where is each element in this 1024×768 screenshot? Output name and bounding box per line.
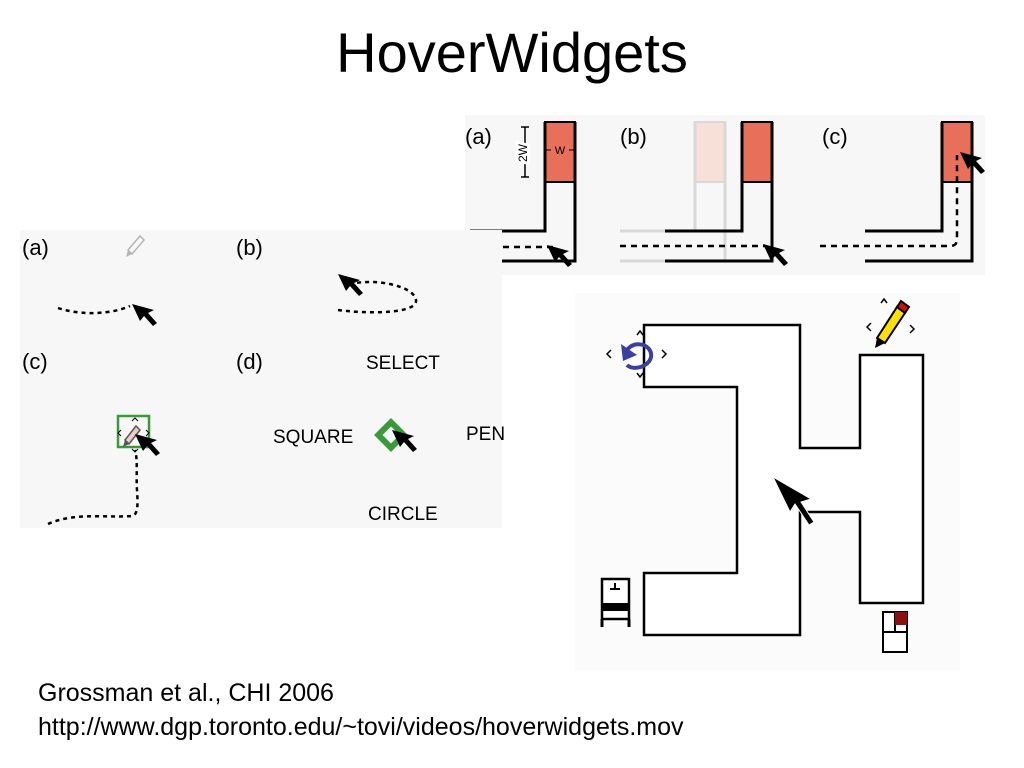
tunnel-b-target: [741, 121, 773, 183]
dim-height-label: 2W: [516, 143, 530, 162]
tunnel-label-c: (c): [822, 124, 848, 149]
gesture-figure: (a) (b) (c) (d) SELECT SQUARE PEN CIRCLE: [20, 230, 506, 528]
color-swatch-icon: [882, 611, 908, 653]
menu-option-pen: PEN: [466, 424, 506, 445]
cursor-gesture-c-icon: [135, 434, 160, 456]
pencil-icon: [865, 297, 916, 348]
citation: Grossman et al., CHI 2006 http://www.dgp…: [38, 676, 684, 744]
gesture-label-d: (d): [236, 349, 263, 374]
cursor-gesture-b-icon: [338, 274, 363, 296]
gesture-figure-canvas: [20, 230, 502, 528]
dim-width-label: W: [555, 145, 566, 157]
undo-icon: [605, 329, 668, 379]
tunnel-label-b: (b): [620, 124, 647, 149]
cursor-c-icon: [960, 152, 985, 174]
gesture-b-trail: [337, 280, 418, 314]
gesture-label-c: (c): [22, 349, 48, 374]
cursor-gesture-d-icon: [392, 430, 417, 452]
cursor-gesture-a-icon: [132, 304, 157, 326]
slide-title: HoverWidgets: [336, 21, 688, 84]
dim-height-bg: 2W: [516, 143, 530, 162]
pencil-faded-icon: [126, 234, 146, 257]
tunnel-c-path: [820, 155, 959, 248]
gesture-figure-background: [20, 230, 502, 528]
tunnel-label-a: (a): [465, 124, 492, 149]
dim-width-bg: [551, 143, 569, 157]
tunnel-b-walls: [665, 122, 774, 263]
tunnel-a-height-bracket: [521, 126, 529, 178]
cursor-b-icon: [763, 244, 788, 266]
h-shape-outline: [642, 323, 925, 637]
menu-option-circle: CIRCLE: [368, 504, 438, 525]
h-cursor-icon: [771, 475, 815, 526]
printer-icon: [600, 577, 631, 627]
tunnel-b-faded-target: [694, 121, 726, 183]
cursor-a-icon: [547, 245, 572, 267]
gesture-label-b: (b): [236, 235, 263, 260]
tunnel-figure: 2W 2W W (a) (b) (c): [465, 115, 985, 275]
pencil-activated-icon: [117, 417, 150, 453]
citation-authors: Grossman et al., CHI 2006: [38, 679, 334, 707]
gesture-c-highlight: [116, 414, 151, 449]
gesture-label-a: (a): [22, 235, 49, 260]
gesture-a-trail: [57, 304, 131, 315]
h-figure-canvas: [575, 293, 960, 670]
h-figure: [575, 293, 960, 670]
menu-option-square: SQUARE: [273, 427, 354, 448]
tunnel-figure-canvas: 2W 2W W: [465, 115, 985, 275]
citation-url[interactable]: http://www.dgp.toronto.edu/~tovi/videos/…: [38, 713, 684, 741]
menu-option-select: SELECT: [366, 353, 440, 374]
tunnel-c-target: [941, 121, 973, 183]
tunnel-c-walls: [865, 122, 974, 263]
